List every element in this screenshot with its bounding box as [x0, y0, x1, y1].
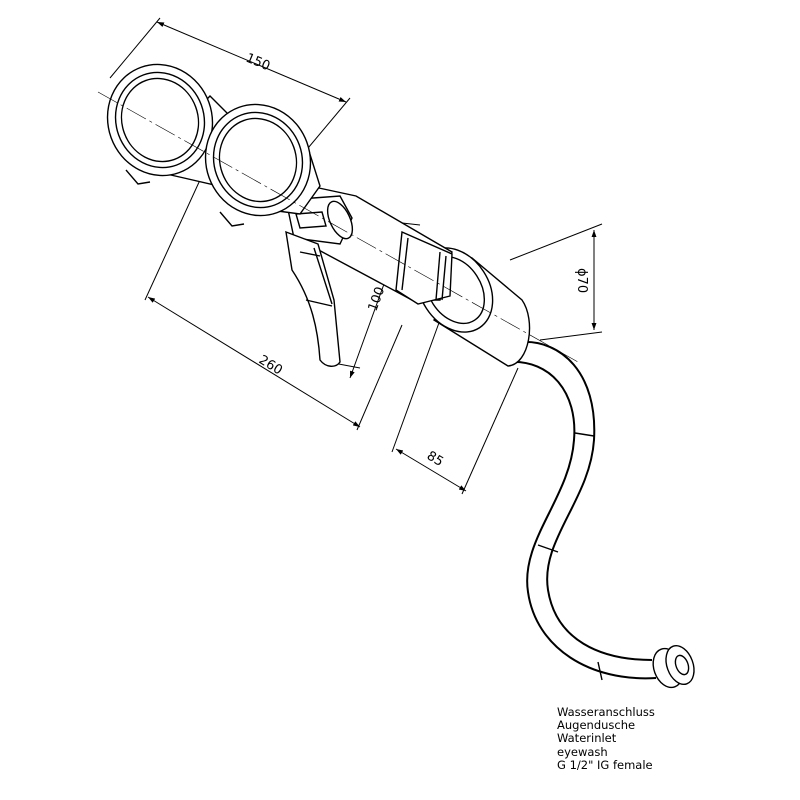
note-line-3: Waterinlet	[557, 731, 617, 746]
lever-handle	[285, 230, 341, 367]
dim-70-label: ϕ70	[574, 268, 589, 293]
note-line-2: Augendusche	[557, 718, 636, 733]
dimension-70: ϕ70	[509, 223, 603, 341]
note-line-5: G 1/2" IG female	[557, 757, 653, 772]
dimension-85: 85	[391, 319, 519, 495]
hose	[509, 340, 695, 689]
dim-85-label: 85	[424, 449, 446, 470]
dim-150-label: 150	[243, 51, 272, 74]
center-line	[97, 91, 579, 363]
inlet-note: Wasseranschluss Augendusche Waterinlet e…	[557, 705, 655, 772]
note-line-1: Wasseranschluss	[557, 705, 655, 719]
dim-260-label: 260	[256, 353, 285, 379]
dim-100-label: 100	[366, 285, 389, 313]
note-line-4: eyewash	[557, 744, 608, 759]
right-eyewash-head	[204, 103, 321, 227]
